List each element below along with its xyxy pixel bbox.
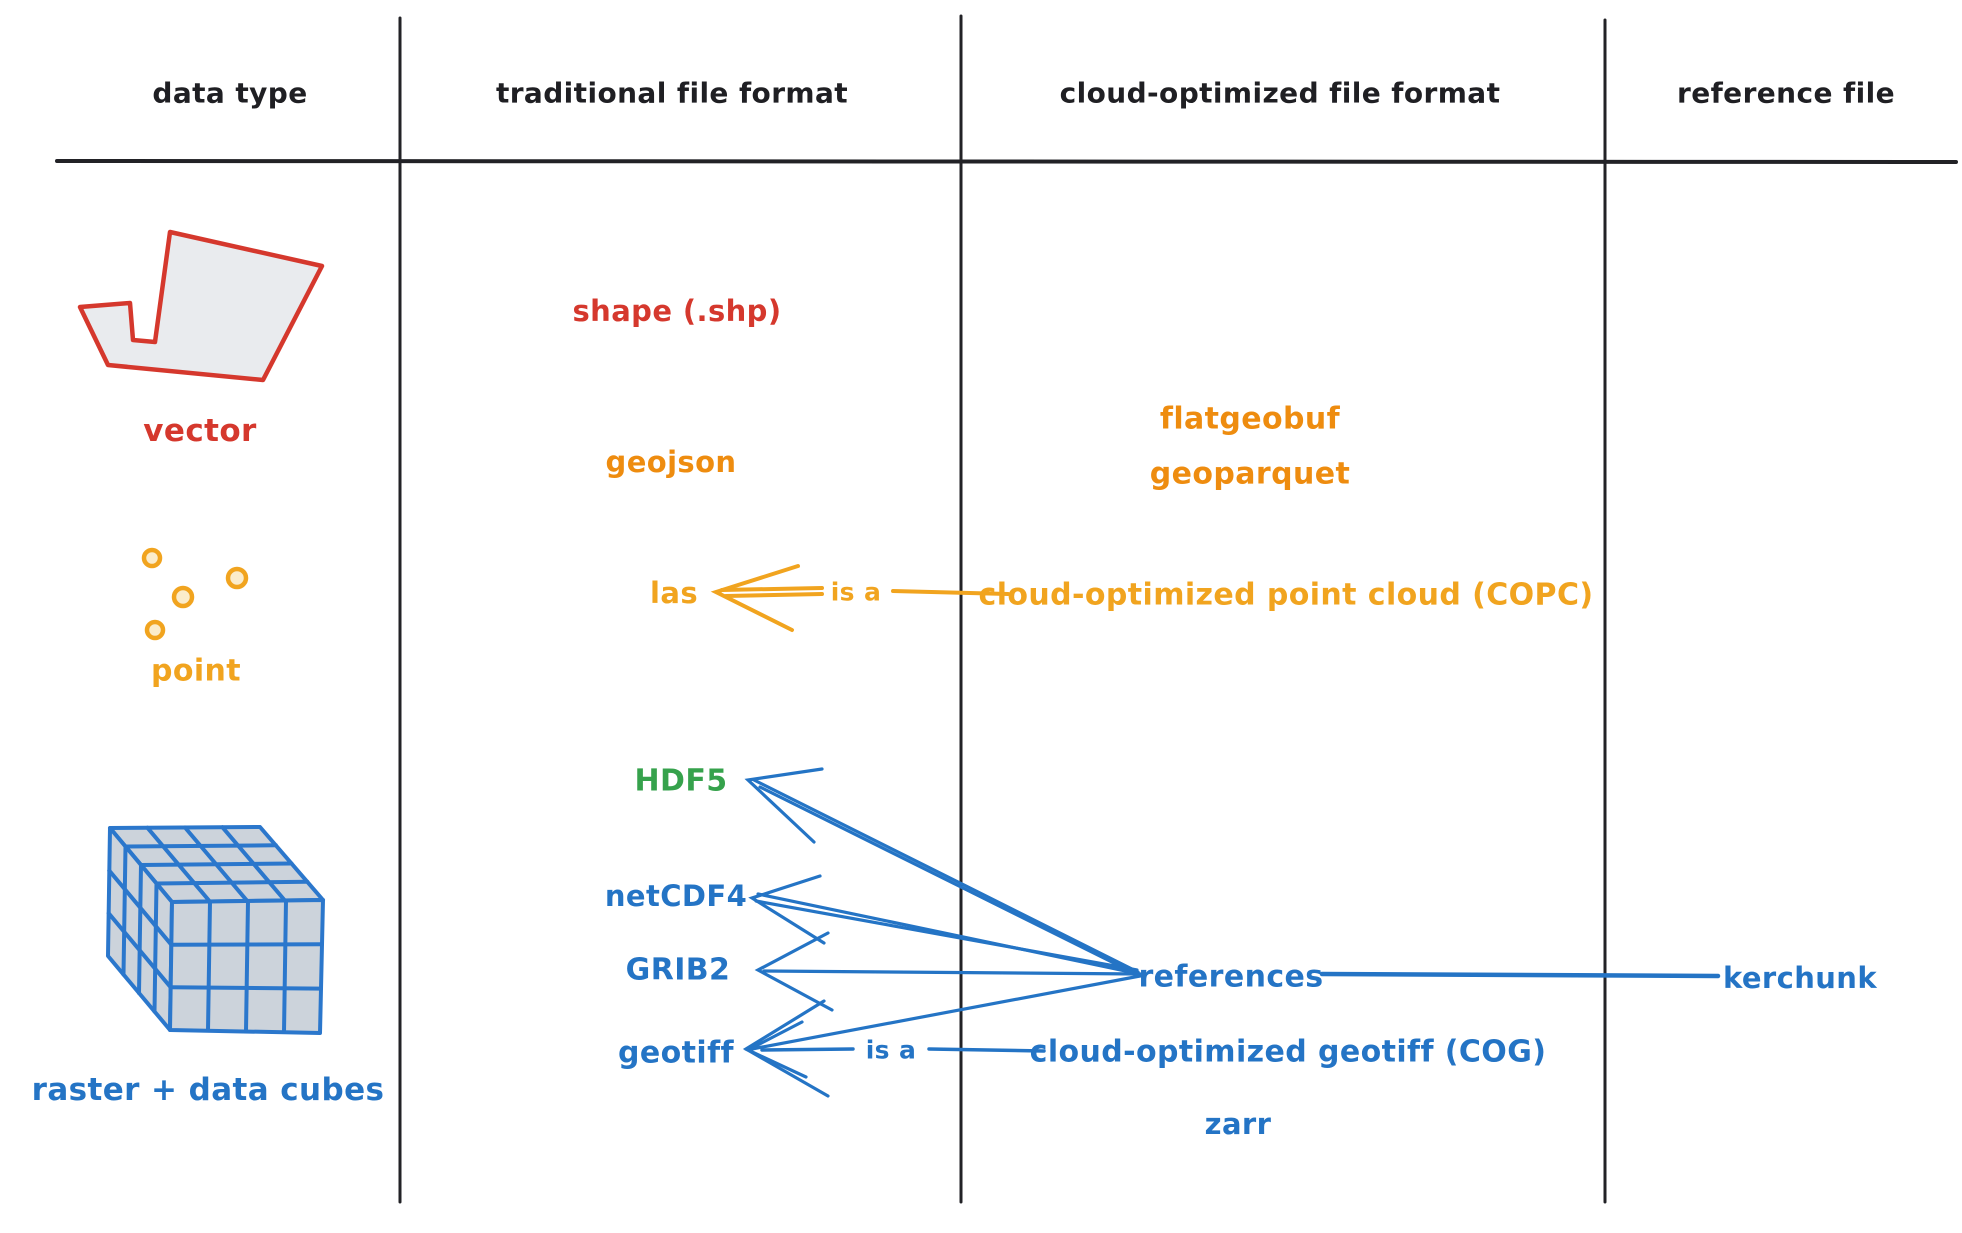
label-vector: vector xyxy=(143,413,257,449)
label-flatgeobuf: flatgeobuf xyxy=(1159,401,1341,437)
label-zarr: zarr xyxy=(1204,1107,1272,1141)
label-references: references xyxy=(1138,959,1324,995)
column-header-data-type: data type xyxy=(152,76,308,110)
data-cube-icon xyxy=(106,825,325,1035)
point-dots-icon xyxy=(141,547,249,641)
column-header-reference-file: reference file xyxy=(1676,76,1896,110)
references-kerchunk-line xyxy=(1319,971,1721,979)
references-fan-arrows xyxy=(742,767,1142,1098)
header-underline xyxy=(55,159,1958,164)
table-grid-lines xyxy=(55,14,1958,1204)
label-netcdf4: netCDF4 xyxy=(604,879,748,913)
column-header-traditional: traditional file format xyxy=(495,76,849,110)
label-geoparquet: geoparquet xyxy=(1149,456,1351,492)
label-copc: cloud-optimized point cloud (COPC) xyxy=(978,577,1594,613)
label-geotiff: geotiff xyxy=(618,1035,734,1071)
label-cog: cloud-optimized geotiff (COG) xyxy=(1029,1034,1547,1070)
label-hdf5: HDF5 xyxy=(634,763,728,799)
label-is-a-copc: is a xyxy=(830,577,882,607)
label-shape-shp: shape (.shp) xyxy=(572,294,782,328)
column-header-cloud-optimized: cloud-optimized file format xyxy=(1059,76,1501,110)
label-kerchunk: kerchunk xyxy=(1722,961,1878,995)
vector-polygon-icon xyxy=(77,229,325,383)
label-point: point xyxy=(150,653,242,689)
label-las: las xyxy=(650,576,698,610)
label-is-a-cog: is a xyxy=(865,1035,917,1065)
copc-is-a-las-arrow xyxy=(710,564,1010,632)
label-geojson: geojson xyxy=(605,445,737,479)
label-raster-data-cubes: raster + data cubes xyxy=(31,1072,385,1108)
cog-is-a-geotiff-line xyxy=(760,1047,1046,1053)
label-grib2: GRIB2 xyxy=(625,952,731,988)
